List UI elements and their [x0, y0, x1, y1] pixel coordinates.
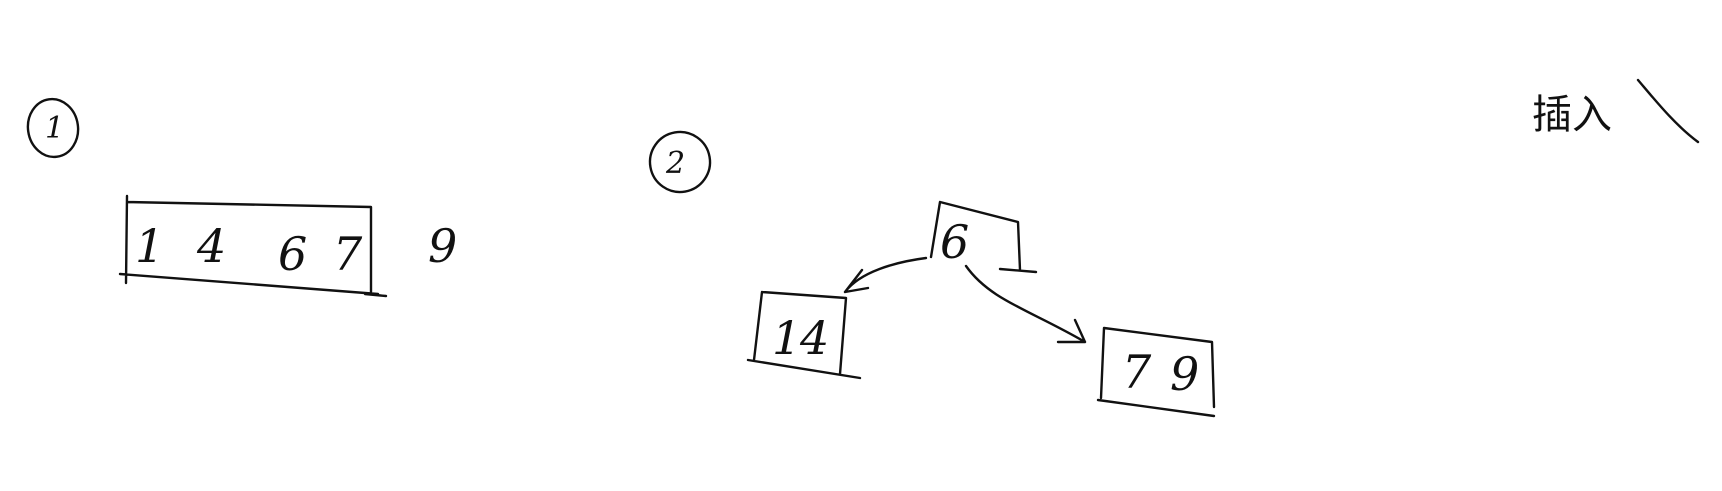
insert-title: 插入: [1532, 78, 1700, 144]
incoming-key-9: 9: [428, 219, 457, 273]
left-arrow: [843, 256, 928, 294]
right-child-box: [1096, 326, 1216, 418]
root-node-box: [929, 200, 1038, 274]
step-2-circle: [648, 130, 712, 194]
right-child-key-7: 7: [1122, 345, 1152, 399]
left-child-key-4: 4: [799, 311, 829, 365]
right-arrow: [964, 264, 1087, 344]
full-node-box: [118, 194, 388, 298]
insert-title-text: 插入: [1532, 92, 1612, 138]
full-node-key-1: 1: [135, 219, 164, 273]
step-2-marker: 2: [665, 146, 685, 181]
left-child-key-1: 1: [772, 311, 801, 365]
step-1: 1 1 4 6 7 9: [26, 97, 457, 298]
full-node-key-4: 4: [196, 219, 226, 273]
step-2: 2 6 1 4 7 9: [648, 130, 1216, 418]
root-key-6: 6: [940, 215, 969, 269]
right-child-key-9: 9: [1170, 347, 1199, 401]
step-1-circle: [26, 97, 80, 159]
step-1-marker: 1: [45, 111, 64, 146]
full-node-key-6: 6: [278, 227, 307, 281]
insert-title-tail: [1636, 78, 1700, 144]
full-node-key-7: 7: [333, 227, 363, 281]
left-child-box: [746, 290, 862, 380]
